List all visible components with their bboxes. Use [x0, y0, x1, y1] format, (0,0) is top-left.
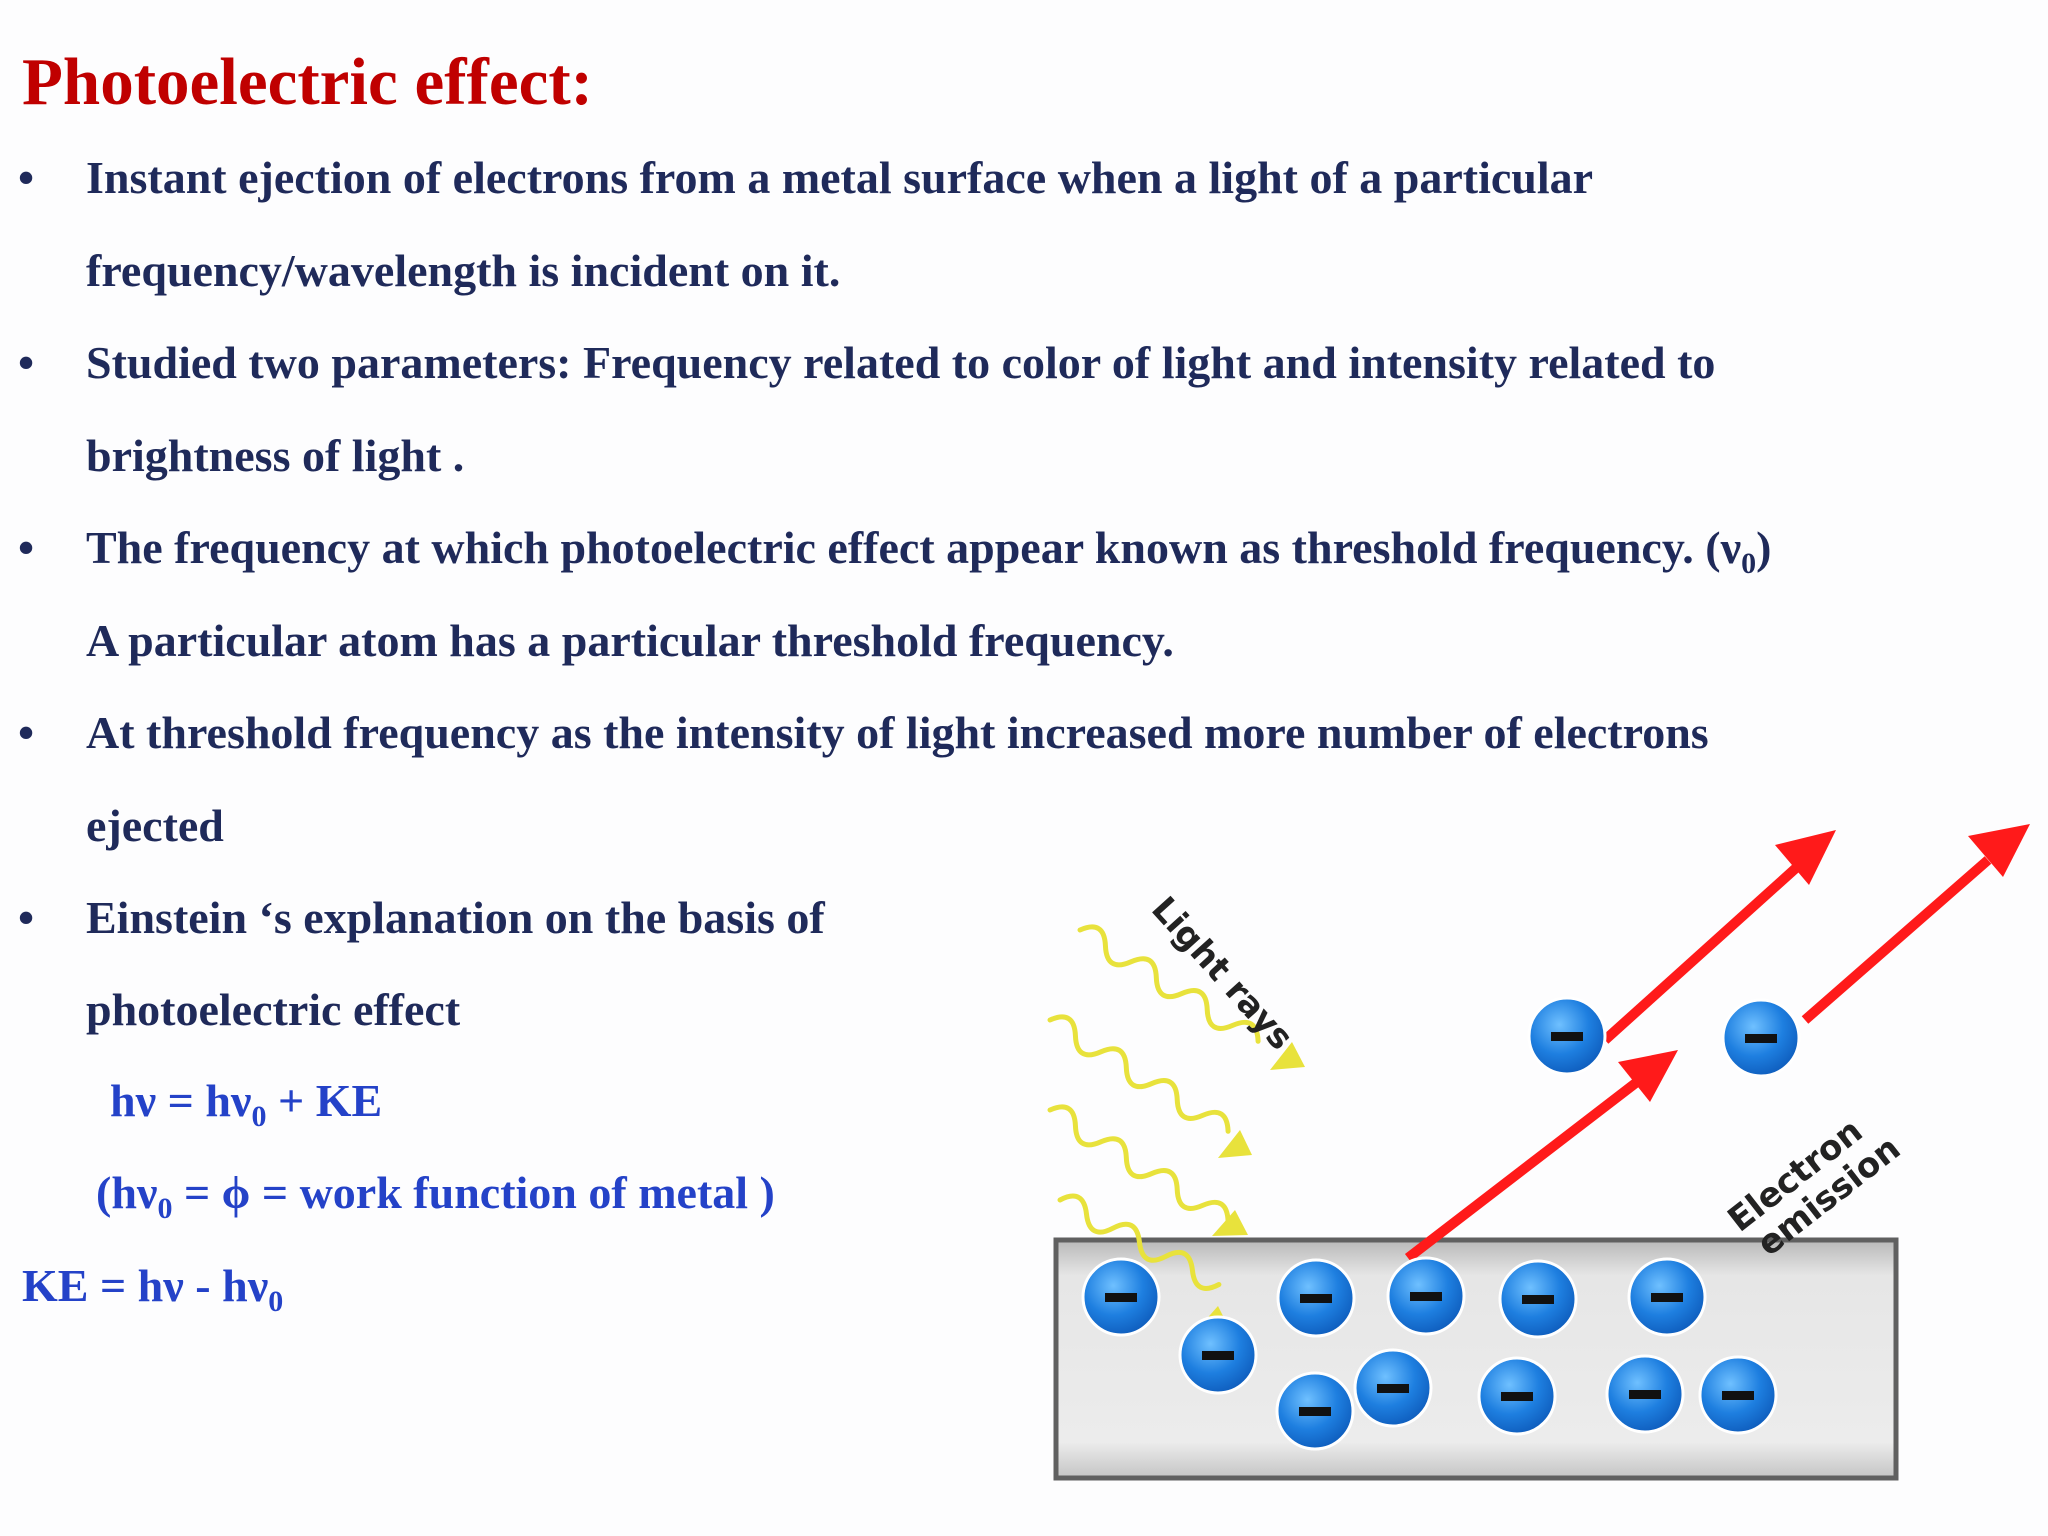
bullet-dot: • [18, 707, 35, 758]
electron [1477, 1356, 1557, 1436]
arrowhead [1775, 830, 1836, 885]
arrowhead [1218, 1130, 1252, 1158]
bullet-5-line-2: photoelectric effect [86, 984, 461, 1035]
emission-arrow [1601, 864, 1800, 1044]
bullet-2-line-1: Studied two parameters: Frequency relate… [86, 337, 1716, 388]
bullet-dot: • [18, 152, 35, 203]
electron [1498, 1259, 1578, 1339]
electron [1081, 1257, 1161, 1337]
bullet-1-line-1: Instant ejection of electrons from a met… [86, 152, 1594, 203]
formula-work-function: (hν0 = ϕ = work function of metal ) [96, 1167, 775, 1225]
light-ray-wave [1047, 1104, 1231, 1224]
arrowhead [1968, 824, 2030, 877]
bullet-dot: • [18, 892, 35, 943]
electron [1605, 1354, 1685, 1434]
bullet-3-line-2: A particular atom has a particular thres… [86, 615, 1174, 666]
arrowhead [1270, 1042, 1305, 1070]
light-rays-label: Light rays [1143, 889, 1301, 1058]
arrowhead [1618, 1050, 1678, 1102]
electron [1386, 1256, 1466, 1336]
photoelectric-diagram: Light rays Electron emission [1047, 824, 2030, 1481]
electron [1275, 1371, 1355, 1451]
electron [1627, 1257, 1707, 1337]
bullet-4-line-1: At threshold frequency as the intensity … [86, 707, 1709, 758]
arrowhead [1212, 1210, 1248, 1236]
emission-arrow [1801, 856, 1992, 1024]
bullet-3-line-1: The frequency at which photoelectric eff… [86, 522, 1772, 580]
bullet-dot: • [18, 522, 35, 573]
electron [1698, 1355, 1778, 1435]
electron [1353, 1348, 1433, 1428]
emission-arrows [1404, 824, 2030, 1262]
electron-emitted [1721, 998, 1801, 1078]
bullet-4-line-2: ejected [86, 800, 224, 851]
electrons [1081, 996, 1801, 1451]
bullet-2-line-2: brightness of light . [86, 430, 465, 481]
bullet-dot: • [18, 337, 35, 388]
electron [1276, 1258, 1356, 1338]
bullet-5-line-1: Einstein ‘s explanation on the basis of [86, 892, 825, 943]
electron [1178, 1315, 1258, 1395]
bullet-1-line-2: frequency/wavelength is incident on it. [86, 245, 841, 296]
formula-energy-balance: hν = hν0 + KE [110, 1075, 383, 1133]
light-ray-wave [1077, 924, 1261, 1044]
slide-title: Photoelectric effect: [22, 45, 593, 119]
electron-emitted [1527, 996, 1607, 1076]
light-rays [1047, 924, 1261, 1291]
formula-kinetic-energy: KE = hν - hν0 [22, 1260, 284, 1318]
light-ray-wave [1057, 1193, 1222, 1291]
emission-arrow [1404, 1078, 1641, 1262]
light-ray-wave [1047, 1014, 1231, 1134]
